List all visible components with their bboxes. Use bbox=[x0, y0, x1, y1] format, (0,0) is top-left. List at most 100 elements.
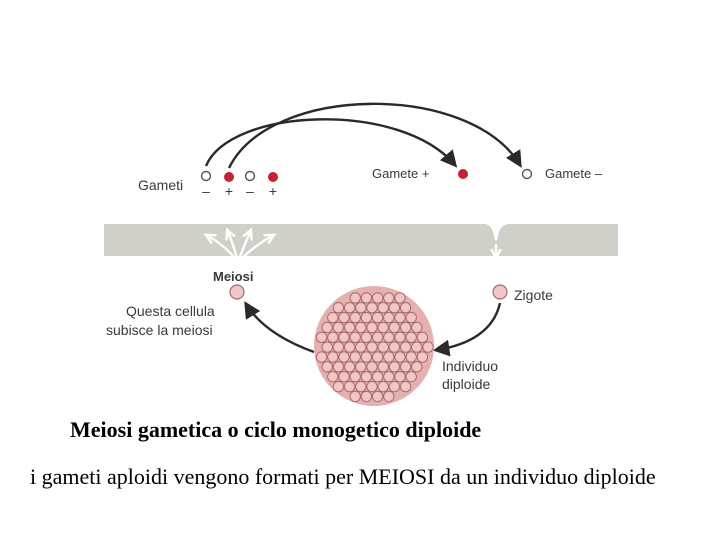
diploid-cell bbox=[406, 352, 416, 362]
label-gameti: Gameti bbox=[138, 177, 183, 193]
diploid-cell bbox=[361, 372, 371, 382]
diploid-cell bbox=[400, 381, 410, 391]
label-individuo-1: Individuo bbox=[442, 358, 498, 374]
diploid-cell bbox=[367, 342, 377, 352]
diploid-cell bbox=[356, 303, 366, 313]
gamete-sign-3: – bbox=[246, 183, 254, 199]
caption-title: Meiosi gametica o ciclo monogetico diplo… bbox=[70, 417, 481, 443]
diploid-cell bbox=[417, 332, 427, 342]
diploid-cell bbox=[322, 322, 332, 332]
diploid-cell bbox=[350, 332, 360, 342]
diploid-cell bbox=[389, 342, 399, 352]
diploid-cell bbox=[412, 322, 422, 332]
diploid-cell bbox=[406, 312, 416, 322]
diploid-cell bbox=[423, 342, 433, 352]
diploid-cell bbox=[384, 391, 394, 401]
gamete-sign-4: + bbox=[269, 183, 277, 199]
diploid-cell bbox=[344, 303, 354, 313]
gamete-plus-dot-1 bbox=[224, 172, 234, 182]
diploid-cell bbox=[328, 312, 338, 322]
arrow-individuo-to-cell bbox=[246, 304, 314, 352]
diploid-cell bbox=[367, 381, 377, 391]
gamete-minus-dot bbox=[523, 170, 532, 179]
diploid-cell bbox=[339, 312, 349, 322]
diploid-cell bbox=[378, 381, 388, 391]
diploid-cell bbox=[344, 322, 354, 332]
arc-arrow-to-gamete-plus bbox=[206, 119, 455, 166]
arc-arrow-to-gamete-minus bbox=[229, 104, 520, 168]
diploid-cell bbox=[367, 362, 377, 372]
diploid-cell bbox=[406, 332, 416, 342]
diploid-cell bbox=[361, 293, 371, 303]
diploid-cell bbox=[417, 352, 427, 362]
gamete-minus-dot-2 bbox=[246, 172, 255, 181]
diploid-cell bbox=[339, 332, 349, 342]
diploid-cell bbox=[361, 312, 371, 322]
diploid-cell bbox=[356, 381, 366, 391]
diploid-cell bbox=[395, 293, 405, 303]
diploid-cell bbox=[344, 381, 354, 391]
diploid-cell bbox=[384, 293, 394, 303]
diploid-cell bbox=[356, 322, 366, 332]
diploid-cell bbox=[395, 332, 405, 342]
diploid-cell bbox=[367, 322, 377, 332]
diploid-cell bbox=[378, 342, 388, 352]
diploid-cell bbox=[378, 322, 388, 332]
diploid-cell bbox=[412, 342, 422, 352]
diploid-cell bbox=[333, 362, 343, 372]
zygote-cell bbox=[493, 285, 507, 299]
gamete-plus-dot-2 bbox=[268, 172, 278, 182]
diploid-cell bbox=[372, 352, 382, 362]
label-gamete-minus: Gamete – bbox=[545, 166, 603, 181]
diploid-cell bbox=[328, 352, 338, 362]
diploid-cell bbox=[395, 372, 405, 382]
arrow-zigote-to-individuo bbox=[436, 303, 500, 350]
diploid-cell bbox=[344, 362, 354, 372]
caption-body: i gameti aploidi vengono formati per MEI… bbox=[30, 462, 670, 491]
diploid-cell bbox=[339, 352, 349, 362]
diploid-cell bbox=[389, 362, 399, 372]
diploid-cell bbox=[333, 381, 343, 391]
diploid-cell bbox=[350, 312, 360, 322]
diploid-cell bbox=[333, 322, 343, 332]
diploid-cell bbox=[389, 381, 399, 391]
label-gamete-plus: Gamete + bbox=[372, 166, 429, 181]
diploid-cell bbox=[333, 342, 343, 352]
meiosis-cell bbox=[230, 285, 244, 299]
diploid-cell bbox=[400, 362, 410, 372]
diploid-cell bbox=[350, 352, 360, 362]
meiosis-cycle-diagram: – + – + Gameti Gamete + Gamete – Meiosi … bbox=[0, 0, 720, 410]
gamete-sign-2: + bbox=[225, 183, 233, 199]
separator-band bbox=[104, 224, 618, 256]
diploid-individual-cluster bbox=[314, 286, 434, 406]
diploid-cell bbox=[322, 342, 332, 352]
diploid-cell bbox=[328, 372, 338, 382]
label-zigote: Zigote bbox=[514, 287, 553, 303]
diploid-cell bbox=[372, 312, 382, 322]
diploid-cell bbox=[400, 322, 410, 332]
diploid-cell bbox=[372, 372, 382, 382]
label-individuo-2: diploide bbox=[442, 376, 490, 392]
diploid-cell bbox=[384, 352, 394, 362]
diploid-cell bbox=[344, 342, 354, 352]
diploid-cell bbox=[350, 293, 360, 303]
label-questa-cellula-2: subisce la meiosi bbox=[106, 322, 213, 338]
diploid-cell bbox=[350, 372, 360, 382]
diploid-cell bbox=[384, 312, 394, 322]
diploid-cell bbox=[378, 303, 388, 313]
diploid-cell bbox=[389, 303, 399, 313]
diploid-cell bbox=[356, 362, 366, 372]
diploid-cell bbox=[361, 352, 371, 362]
diploid-cell bbox=[328, 332, 338, 342]
diploid-cell bbox=[372, 332, 382, 342]
gamete-plus-dot bbox=[458, 169, 468, 179]
diploid-cell bbox=[333, 303, 343, 313]
diploid-cell bbox=[395, 312, 405, 322]
gamete-sign-1: – bbox=[202, 183, 210, 199]
diploid-cell bbox=[367, 303, 377, 313]
diploid-cell bbox=[400, 342, 410, 352]
diploid-cell bbox=[339, 372, 349, 382]
diploid-cell bbox=[384, 332, 394, 342]
diploid-cell bbox=[316, 352, 326, 362]
diploid-cell bbox=[361, 332, 371, 342]
